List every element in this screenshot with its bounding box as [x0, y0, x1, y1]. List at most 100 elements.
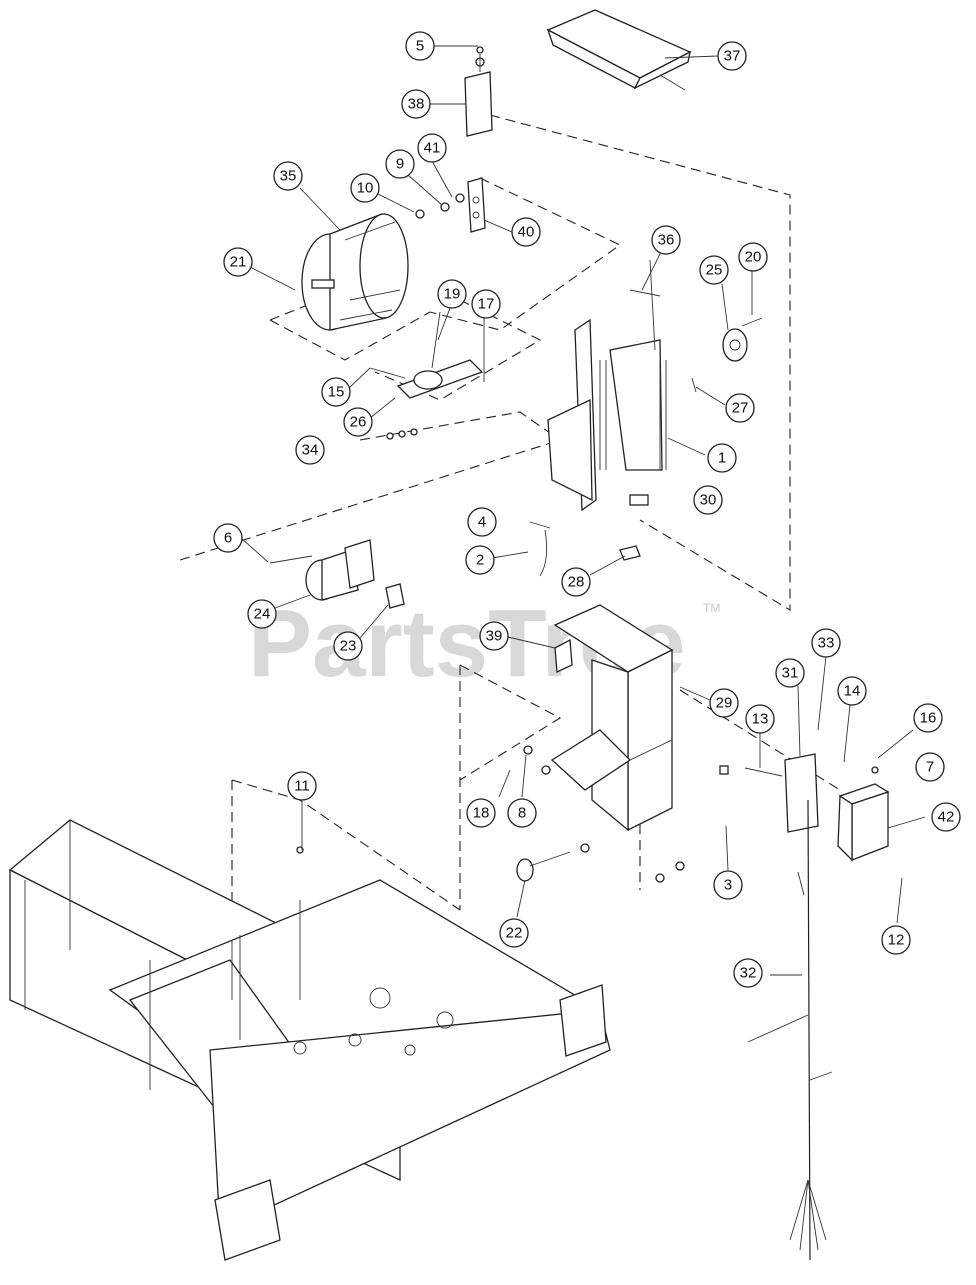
- callout-15: 15: [321, 377, 351, 407]
- callout-25: 25: [699, 255, 729, 285]
- callout-4: 4: [467, 507, 497, 537]
- part-38-bracket: [464, 46, 493, 137]
- callout-29: 29: [709, 688, 739, 718]
- svg-text:34: 34: [302, 442, 319, 459]
- svg-text:23: 23: [340, 638, 357, 655]
- svg-text:21: 21: [230, 254, 247, 271]
- part-42-enclosure: [837, 766, 890, 862]
- callout-8: 8: [507, 798, 537, 828]
- svg-text:18: 18: [473, 805, 490, 822]
- callout-16: 16: [913, 703, 943, 733]
- svg-text:32: 32: [740, 965, 757, 982]
- callout-7: 7: [915, 752, 945, 782]
- callouts: 5 37 38 9 41 35 10 40 21 36 25 20 19 17 …: [213, 31, 961, 988]
- callout-21: 21: [223, 247, 253, 277]
- svg-text:33: 33: [818, 635, 835, 652]
- svg-text:40: 40: [518, 224, 535, 241]
- part-40-plate: [415, 177, 486, 233]
- svg-text:24: 24: [254, 606, 271, 623]
- callout-1: 1: [707, 443, 737, 473]
- callout-6: 6: [213, 523, 243, 553]
- svg-text:11: 11: [294, 778, 310, 795]
- svg-text:22: 22: [506, 925, 523, 942]
- svg-text:29: 29: [716, 695, 733, 712]
- callout-37: 37: [717, 41, 747, 71]
- svg-text:14: 14: [844, 683, 861, 700]
- svg-text:37: 37: [724, 48, 741, 65]
- callout-41: 41: [417, 133, 447, 163]
- part-37-cover: [546, 9, 692, 91]
- part-29-box: [523, 604, 685, 883]
- svg-text:28: 28: [568, 574, 585, 591]
- callout-22: 22: [499, 918, 529, 948]
- part-32-harness: [747, 799, 833, 1261]
- callout-12: 12: [881, 925, 911, 955]
- svg-text:41: 41: [424, 140, 441, 157]
- callout-35: 35: [273, 161, 303, 191]
- callout-20: 20: [738, 242, 768, 272]
- svg-text:16: 16: [920, 710, 937, 727]
- callout-3: 3: [713, 870, 743, 900]
- callout-42: 42: [931, 802, 961, 832]
- callout-5: 5: [405, 31, 435, 61]
- callout-9: 9: [385, 149, 415, 179]
- svg-text:9: 9: [396, 156, 404, 173]
- svg-text:35: 35: [280, 168, 297, 185]
- part-1-chassis: [547, 259, 667, 561]
- callout-23: 23: [333, 631, 363, 661]
- svg-text:10: 10: [357, 180, 374, 197]
- svg-text:12: 12: [888, 932, 905, 949]
- part-25-fan: [691, 317, 763, 393]
- callout-36: 36: [651, 225, 681, 255]
- part-24-motor: [269, 521, 551, 609]
- callout-33: 33: [811, 628, 841, 658]
- part-26-capacitor: [369, 311, 484, 440]
- callout-27: 27: [725, 393, 755, 423]
- part-31-relay: [719, 753, 819, 833]
- svg-text:13: 13: [752, 711, 769, 728]
- callout-39: 39: [479, 621, 509, 651]
- svg-text:1: 1: [718, 450, 726, 467]
- watermark-trademark: TM: [703, 601, 720, 615]
- svg-text:7: 7: [926, 759, 934, 776]
- callout-24: 24: [247, 599, 277, 629]
- svg-text:30: 30: [700, 492, 717, 509]
- callout-26: 26: [343, 407, 373, 437]
- svg-text:19: 19: [444, 286, 461, 303]
- callout-34: 34: [295, 435, 325, 465]
- svg-text:17: 17: [478, 296, 495, 313]
- callout-2: 2: [465, 545, 495, 575]
- callout-11: 11: [287, 771, 317, 801]
- svg-text:27: 27: [732, 400, 749, 417]
- frame-base: [8, 819, 611, 1261]
- callout-32: 32: [733, 958, 763, 988]
- svg-text:42: 42: [938, 809, 955, 826]
- svg-text:8: 8: [518, 805, 526, 822]
- svg-text:38: 38: [408, 96, 425, 113]
- svg-text:31: 31: [782, 665, 799, 682]
- callout-30: 30: [693, 485, 723, 515]
- svg-text:39: 39: [486, 628, 503, 645]
- callout-14: 14: [837, 676, 867, 706]
- callout-17: 17: [471, 289, 501, 319]
- svg-text:15: 15: [328, 384, 345, 401]
- callout-38: 38: [401, 89, 431, 119]
- callout-10: 10: [350, 173, 380, 203]
- callout-18: 18: [466, 798, 496, 828]
- part-22-grommet: [516, 851, 571, 882]
- svg-text:2: 2: [476, 552, 484, 569]
- callout-13: 13: [745, 704, 775, 734]
- callout-40: 40: [511, 217, 541, 247]
- leader-lines: [240, 45, 926, 976]
- svg-text:5: 5: [416, 38, 424, 55]
- callout-31: 31: [775, 658, 805, 688]
- svg-text:4: 4: [478, 514, 486, 531]
- part-35-motor-housing: [301, 213, 409, 331]
- svg-text:6: 6: [224, 530, 232, 547]
- svg-text:26: 26: [350, 414, 367, 431]
- svg-text:36: 36: [658, 232, 675, 249]
- svg-text:3: 3: [724, 877, 732, 894]
- callout-19: 19: [437, 279, 467, 309]
